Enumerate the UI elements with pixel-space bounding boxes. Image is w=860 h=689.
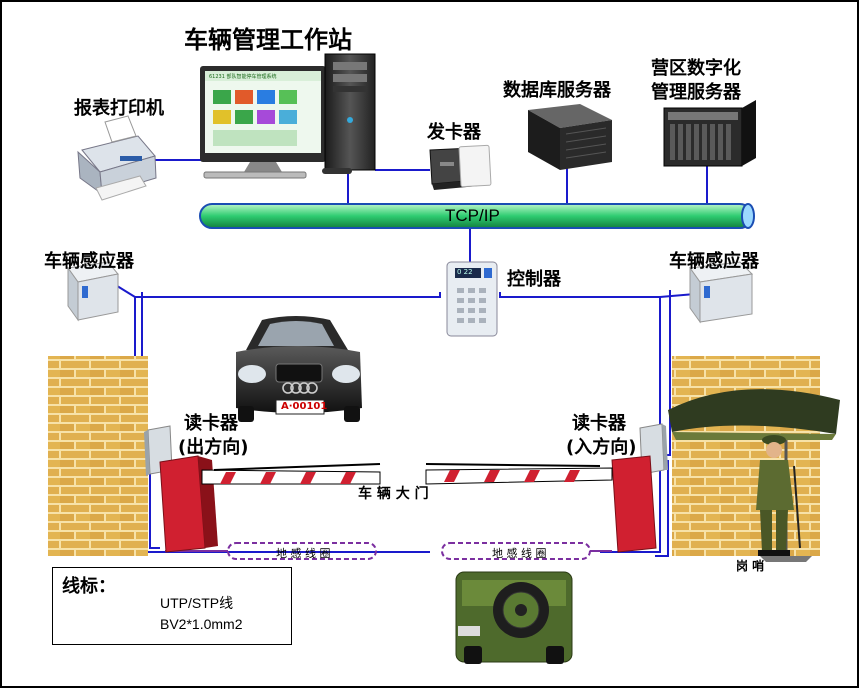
reader-right-label-1: 读卡器 — [572, 413, 626, 434]
guard-umbrella-icon — [668, 389, 840, 562]
legend-title: 线标： — [62, 576, 116, 597]
printer-icon — [77, 115, 157, 201]
barrier-right-icon — [425, 455, 657, 553]
legend-item-bv: BV2*1.0mm2 — [160, 616, 243, 632]
right-brick-wall — [672, 356, 820, 556]
license-plate: A·00101 — [281, 401, 328, 412]
sensor-right-label: 车辆感应器 — [669, 251, 759, 272]
camp-management-server-icon — [663, 100, 756, 167]
db-server-label: 数据库服务器 — [503, 80, 611, 101]
tcp-ip-bus — [199, 203, 755, 229]
controller-label: 控制器 — [507, 269, 561, 290]
workstation-monitor-icon — [200, 66, 326, 179]
printer-label: 报表打印机 — [74, 98, 164, 119]
soldier-icon — [756, 435, 801, 556]
sedan-car-icon — [236, 316, 362, 422]
vehicle-sensor-left-icon — [67, 261, 119, 322]
controller-icon — [446, 261, 498, 337]
page-title: 车辆管理工作站 — [184, 26, 352, 54]
reader-left-label-2: (出方向) — [178, 437, 249, 458]
barrier-left-icon — [159, 455, 381, 553]
camp-server-label-2: 管理服务器 — [651, 82, 741, 103]
military-jeep-icon — [455, 571, 573, 664]
card-issuer-icon — [429, 144, 492, 190]
loop-left-label: 地 感 线 圈 — [276, 547, 331, 560]
reader-left-label-1: 读卡器 — [184, 413, 238, 434]
tower-pc-icon — [322, 53, 376, 174]
database-server-icon — [528, 104, 612, 170]
left-brick-wall — [48, 356, 148, 556]
reader-right-label-2: (入方向) — [566, 437, 637, 458]
guard-post-label: 岗 哨 — [736, 559, 765, 573]
controller-display: 0 22 — [457, 268, 473, 276]
monitor-heading: 61231 部队智能停车管理系统 — [209, 74, 277, 80]
legend — [52, 567, 292, 645]
tcp-ip-label: TCP/IP — [445, 206, 500, 225]
loop-right-label: 地 感 线 圈 — [492, 547, 547, 560]
gate-label: 车 辆 大 门 — [358, 486, 429, 502]
camp-server-label-1: 营区数字化 — [651, 58, 741, 79]
legend-item-utp: UTP/STP线 — [160, 595, 234, 611]
card-issuer-label: 发卡器 — [427, 122, 481, 143]
vehicle-sensor-right-icon — [689, 261, 754, 324]
sensor-left-label: 车辆感应器 — [44, 251, 134, 272]
